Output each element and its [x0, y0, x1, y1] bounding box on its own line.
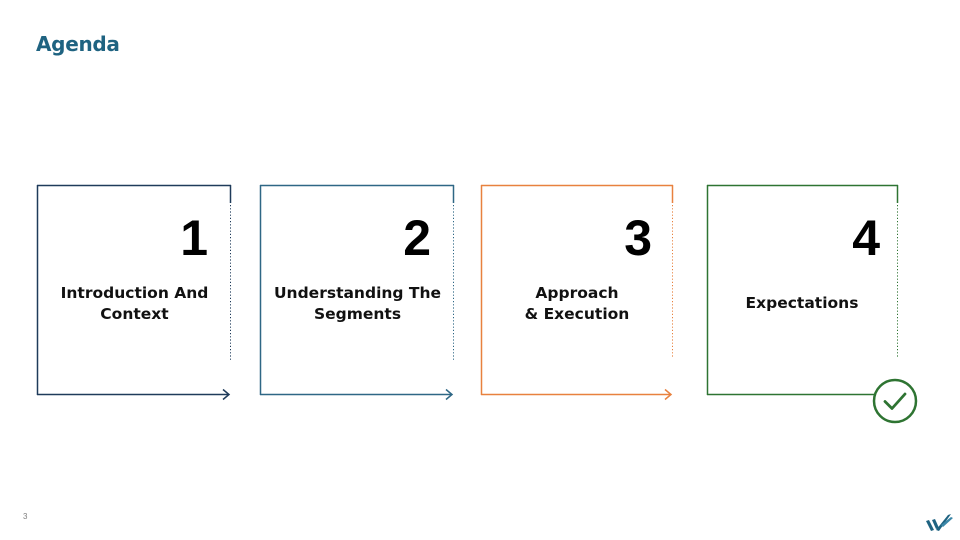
card-frame — [259, 184, 455, 401]
card-number: 4 — [852, 210, 880, 266]
agenda-card-3: 3 Approach & Execution — [480, 184, 676, 401]
card-frame — [36, 184, 232, 401]
card-label: Introduction And Context — [60, 284, 209, 323]
agenda-card-2: 2 Understanding The Segments — [259, 184, 455, 401]
page-number: 3 — [23, 512, 28, 521]
card-frame — [480, 184, 674, 401]
card-label: Approach & Execution — [524, 284, 630, 323]
agenda-card-1: 1 Introduction And Context — [36, 184, 232, 401]
card-frame — [706, 184, 899, 396]
card-number: 2 — [403, 210, 431, 266]
agenda-card-4: 4 Expectations — [706, 184, 902, 396]
slide-title: Agenda — [36, 32, 120, 56]
check-circle-icon — [872, 378, 918, 424]
card-number: 3 — [624, 210, 652, 266]
card-label: Understanding The Segments — [273, 284, 442, 323]
brand-logo-icon — [926, 514, 953, 531]
card-label: Expectations — [745, 294, 859, 312]
card-number: 1 — [180, 210, 208, 266]
